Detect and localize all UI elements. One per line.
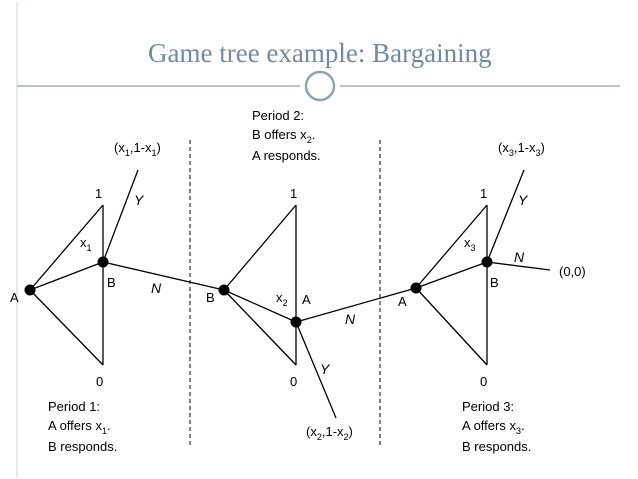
- p1-edge-A-to-0: [29, 289, 104, 366]
- p1-node-A: [24, 284, 36, 296]
- period-3-tree: [410, 169, 551, 366]
- title-ornament-circle: [304, 70, 336, 102]
- period-1-heading: Period 1:: [48, 399, 100, 414]
- p1-edge-A-to-B: [29, 261, 104, 291]
- p3-top-one-label: 1: [480, 186, 487, 201]
- p1-bottom-zero-label: 0: [96, 374, 103, 389]
- final-payoff-label: (0,0): [559, 264, 586, 279]
- period-2-tree: [218, 204, 417, 419]
- period-1-response-text: B responds.: [48, 439, 117, 454]
- period-3-response-text: B responds.: [462, 439, 531, 454]
- period-2-description: Period 2: B offers x2. A responds.: [252, 108, 321, 163]
- page-title: Game tree example: Bargaining: [148, 38, 492, 68]
- period-1-description: Period 1: A offers x1. B responds.: [48, 399, 117, 454]
- p2-player-B-label: B: [206, 290, 215, 305]
- p1-edge-A-to-1: [29, 204, 104, 291]
- p3-player-A-label: A: [398, 294, 407, 309]
- p1-offer-label: x1: [80, 235, 92, 253]
- p3-bottom-zero-label: 0: [480, 374, 487, 389]
- p3-offer-label: x3: [464, 235, 476, 253]
- p2-edge-B-to-0: [223, 289, 297, 366]
- p2-yes-label: Y: [320, 361, 331, 377]
- p3-edge-B-no: [486, 261, 551, 271]
- p3-edge-A-to-1: [415, 204, 488, 289]
- p2-player-A-label: A: [302, 292, 311, 307]
- p2-payoff-label: (x2,1-x2): [306, 424, 353, 442]
- p1-player-B-label: B: [107, 275, 116, 290]
- period-2-response-text: A responds.: [252, 148, 321, 163]
- p1-payoff-label: (x1,1-x1): [114, 140, 161, 158]
- p2-edge-A-yes: [295, 321, 337, 419]
- p2-edge-A-no: [295, 287, 417, 323]
- p1-node-B: [97, 256, 109, 268]
- p3-no-label: N: [514, 249, 525, 265]
- p3-node-B: [481, 256, 493, 268]
- period-3-offer-text: A offers x3.: [462, 418, 525, 436]
- p1-player-A-label: A: [10, 290, 19, 305]
- p3-edge-A-to-0: [415, 287, 488, 366]
- p1-edge-B-no: [102, 261, 225, 291]
- p3-edge-A-to-B: [415, 261, 488, 289]
- p1-top-one-label: 1: [95, 186, 102, 201]
- p2-no-label: N: [345, 311, 356, 327]
- p3-node-A: [410, 282, 422, 294]
- period-2-offer-text: B offers x2.: [252, 127, 315, 145]
- p3-yes-label: Y: [518, 192, 529, 208]
- period-3-heading: Period 3:: [462, 399, 514, 414]
- p3-player-B-label: B: [490, 275, 499, 290]
- period-2-heading: Period 2:: [252, 108, 304, 123]
- p2-bottom-zero-label: 0: [290, 374, 297, 389]
- p2-node-A: [290, 316, 302, 328]
- p1-yes-label: Y: [134, 192, 145, 208]
- p2-top-one-label: 1: [290, 186, 297, 201]
- p1-no-label: N: [151, 280, 162, 296]
- p3-edge-B-yes: [486, 169, 525, 263]
- p3-payoff-label: (x3,1-x3): [498, 140, 545, 158]
- period-1-offer-text: A offers x1.: [48, 418, 111, 436]
- p2-edge-B-to-1: [223, 204, 297, 291]
- p2-edge-B-to-A: [223, 289, 297, 323]
- p1-edge-B-yes: [102, 169, 139, 263]
- p2-offer-label: x2: [276, 290, 288, 308]
- period-1-tree: [24, 169, 225, 366]
- period-3-description: Period 3: A offers x3. B responds.: [462, 399, 531, 454]
- p2-node-B: [218, 284, 230, 296]
